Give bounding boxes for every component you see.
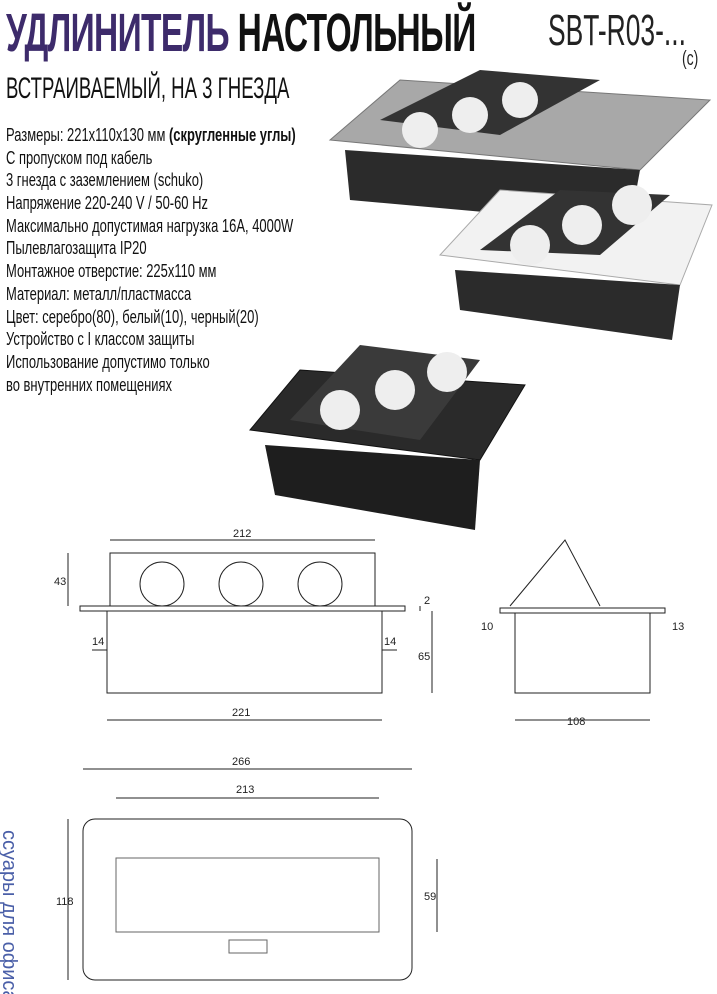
subtitle: ВСТРАИВАЕМЫЙ, НА 3 ГНЕЗДА xyxy=(6,72,290,105)
product-image-black xyxy=(249,345,526,530)
dim-front-height-top: 43 xyxy=(54,576,66,588)
title-accent: УДЛИНИТЕЛЬ xyxy=(6,3,230,63)
spec-item: Максимально допустимая нагрузка 16А, 400… xyxy=(6,215,294,236)
model-code: SBT-R03-... xyxy=(548,6,686,55)
spec-item: Пылевлагозащита IP20 xyxy=(6,238,147,259)
spec-bold: (скругленные углы) xyxy=(168,125,296,145)
dim-top-inner-width: 213 xyxy=(236,784,254,796)
spec-item: Напряжение 220-240 V / 50-60 Hz xyxy=(6,193,208,214)
spec-item: Размеры: 221x110x130 мм (скругленные угл… xyxy=(6,124,296,147)
spec-item: Материал: металл/пластмасса xyxy=(6,283,192,304)
dim-top-inner-height: 59 xyxy=(424,891,436,903)
dim-side-width: 108 xyxy=(567,716,585,728)
spec-text: Размеры: 221x110x130 мм xyxy=(6,125,169,145)
dim-top-height: 118 xyxy=(56,896,74,908)
dim-top-outer-width: 266 xyxy=(232,756,250,768)
spec-item: Устройство с I классом защиты xyxy=(6,329,195,350)
dim-side-right: 13 xyxy=(672,621,684,633)
product-image-white xyxy=(438,185,713,340)
title-main: НАСТОЛЬНЫЙ xyxy=(237,3,477,63)
dim-front-top-width: 212 xyxy=(233,528,251,540)
dim-front-bottom-width: 221 xyxy=(232,707,250,719)
spec-item: во внутренних помещениях xyxy=(6,374,173,395)
spec-item: Монтажное отверстие: 225x110 мм xyxy=(6,261,217,282)
spec-item: Использование допустимо только xyxy=(6,351,210,372)
spec-list: Размеры: 221x110x130 мм (скругленные угл… xyxy=(6,124,408,396)
page-title: УДЛИНИТЕЛЬ НАСТОЛЬНЫЙ xyxy=(6,2,476,64)
dim-side-left: 10 xyxy=(481,621,493,633)
side-view-drawing xyxy=(499,539,666,721)
spec-item: Цвет: серебро(80), белый(10), черный(20) xyxy=(6,306,259,327)
dim-front-lip: 2 xyxy=(424,595,430,607)
spec-item: 3 гнезда с заземлением (schuko) xyxy=(6,170,204,191)
dim-front-left-offset: 14 xyxy=(92,636,104,648)
top-view-drawing xyxy=(67,768,438,981)
model-suffix: (c) xyxy=(682,48,699,70)
dim-front-depth: 65 xyxy=(418,651,430,663)
front-view-drawing xyxy=(67,539,433,721)
spec-item: С пропуском под кабель xyxy=(6,147,153,168)
dim-front-right-offset: 14 xyxy=(384,636,396,648)
